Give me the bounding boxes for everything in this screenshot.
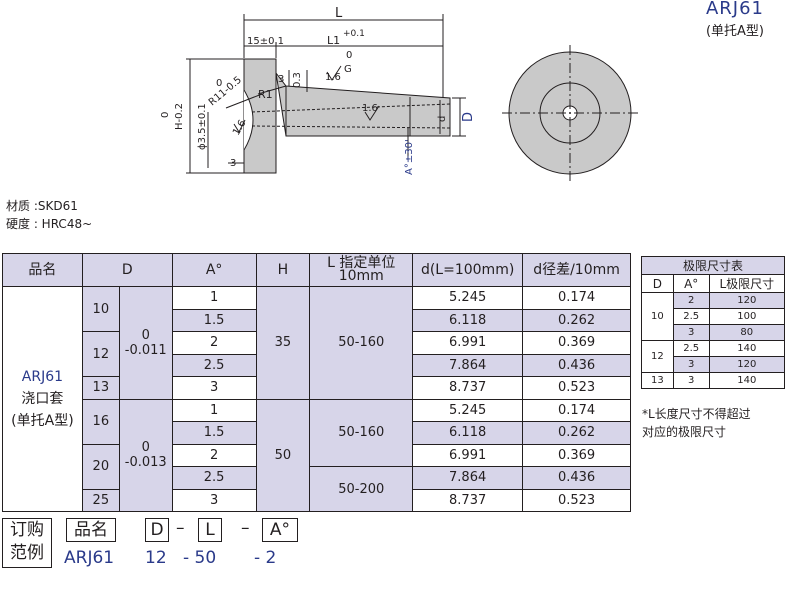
name-type: (单托A型)	[11, 413, 74, 429]
roughness-mark	[364, 105, 380, 121]
header-d: d(L=100mm)	[412, 253, 524, 287]
header-D: D	[81, 253, 173, 287]
dim-R1: R1	[258, 88, 273, 101]
product-code: ARJ61	[705, 0, 765, 19]
h-50: 50	[255, 398, 311, 512]
tol-2: 0-0.013	[118, 398, 173, 512]
h-35: 35	[255, 286, 311, 400]
header-H: H	[255, 253, 311, 287]
name-cell: ARJ61 浇口套 (单托A型)	[2, 286, 83, 512]
l-range-3: 50-200	[309, 466, 414, 512]
dim-L-tol: +0.1	[343, 29, 365, 39]
field-D: D	[145, 518, 169, 542]
roughness-mark	[233, 119, 246, 134]
l-range-1: 50-160	[309, 286, 414, 400]
dim-zeroH: 0	[160, 112, 171, 118]
dim-3a: 3	[278, 74, 284, 85]
limits-title: 极限尺寸表	[641, 256, 785, 275]
product-type: (单托A型)	[705, 24, 765, 39]
d-20: 20	[81, 443, 120, 490]
dim-H: H-0.2	[174, 103, 185, 130]
header-diff: d径差/10mm	[522, 253, 631, 287]
d-12: 12	[81, 331, 120, 377]
dim-zero-a: 0	[216, 78, 222, 89]
dim-15: 15±0.1	[247, 36, 284, 47]
d-25: 25	[81, 488, 120, 512]
dim-G: G	[344, 64, 352, 75]
limit-note: *L长度尺寸不得超过对应的极限尺寸	[642, 407, 751, 439]
name-cn: 浇口套	[21, 391, 64, 407]
rough-b: 1.6	[362, 103, 378, 114]
dim-d: d	[437, 116, 448, 122]
dim-L: L	[335, 6, 343, 21]
name-code: ARJ61	[21, 369, 64, 385]
dim-phi35: ϕ3.5±0.1	[197, 103, 208, 150]
dash-1: –	[176, 518, 185, 538]
spec-table: 品名 D A° H L 指定单位 10mm d(L=100mm) d径差/10m…	[2, 253, 631, 512]
tol-1: 0-0.011	[118, 286, 173, 400]
rough-a: 1.6	[325, 72, 341, 83]
dim-D: D	[461, 112, 476, 122]
sprue-body	[275, 72, 451, 137]
dim-3b: 3	[230, 158, 236, 169]
dim-zero-g: 0	[346, 50, 352, 61]
material: 材质 :SKD61	[6, 199, 78, 213]
field-A: A°	[262, 518, 298, 542]
technical-drawing: L +0.1 L1 15±0.1 0 G 1.6 1.6 3 0.3 R1 R1…	[160, 6, 638, 181]
d-13: 13	[81, 376, 120, 400]
example-D: 12	[145, 548, 167, 568]
l-range-2: 50-160	[309, 398, 414, 467]
hardness: 硬度 : HRC48~	[6, 217, 93, 231]
field-name: 品名	[66, 518, 116, 542]
example-code: ARJ61	[64, 548, 115, 568]
roughness-mark	[326, 65, 342, 81]
field-L: L	[198, 518, 222, 542]
example-A: - 2	[254, 548, 277, 568]
d-10: 10	[81, 286, 120, 332]
dim-A: A°±30'	[404, 139, 415, 175]
dash-2: –	[241, 518, 250, 538]
example-L: - 50	[183, 548, 217, 568]
dim-03: 0.3	[292, 72, 303, 88]
header-L: L 指定单位 10mm	[309, 253, 414, 287]
order-label: 订购范例	[2, 518, 52, 568]
d-16: 16	[81, 398, 120, 445]
dim-L1: L1	[327, 34, 340, 47]
header-A: A°	[171, 253, 257, 287]
header-name: 品名	[2, 253, 83, 287]
